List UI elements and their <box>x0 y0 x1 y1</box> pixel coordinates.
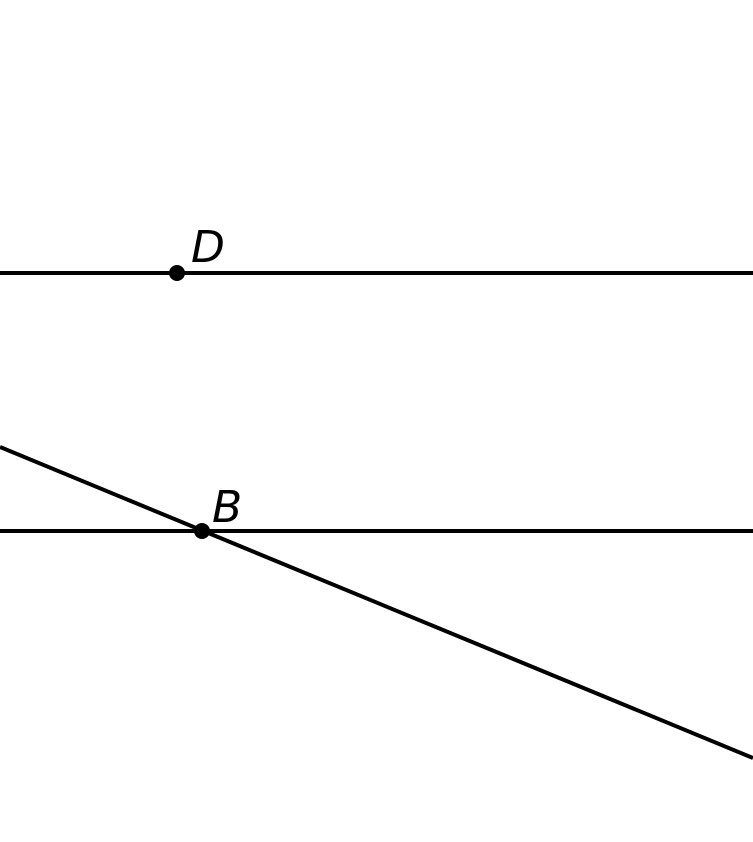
point-b-label: B <box>212 482 242 533</box>
point-d <box>169 265 185 281</box>
point-d-label: D <box>191 222 225 273</box>
point-b <box>194 523 210 539</box>
transversal-line <box>0 445 753 760</box>
